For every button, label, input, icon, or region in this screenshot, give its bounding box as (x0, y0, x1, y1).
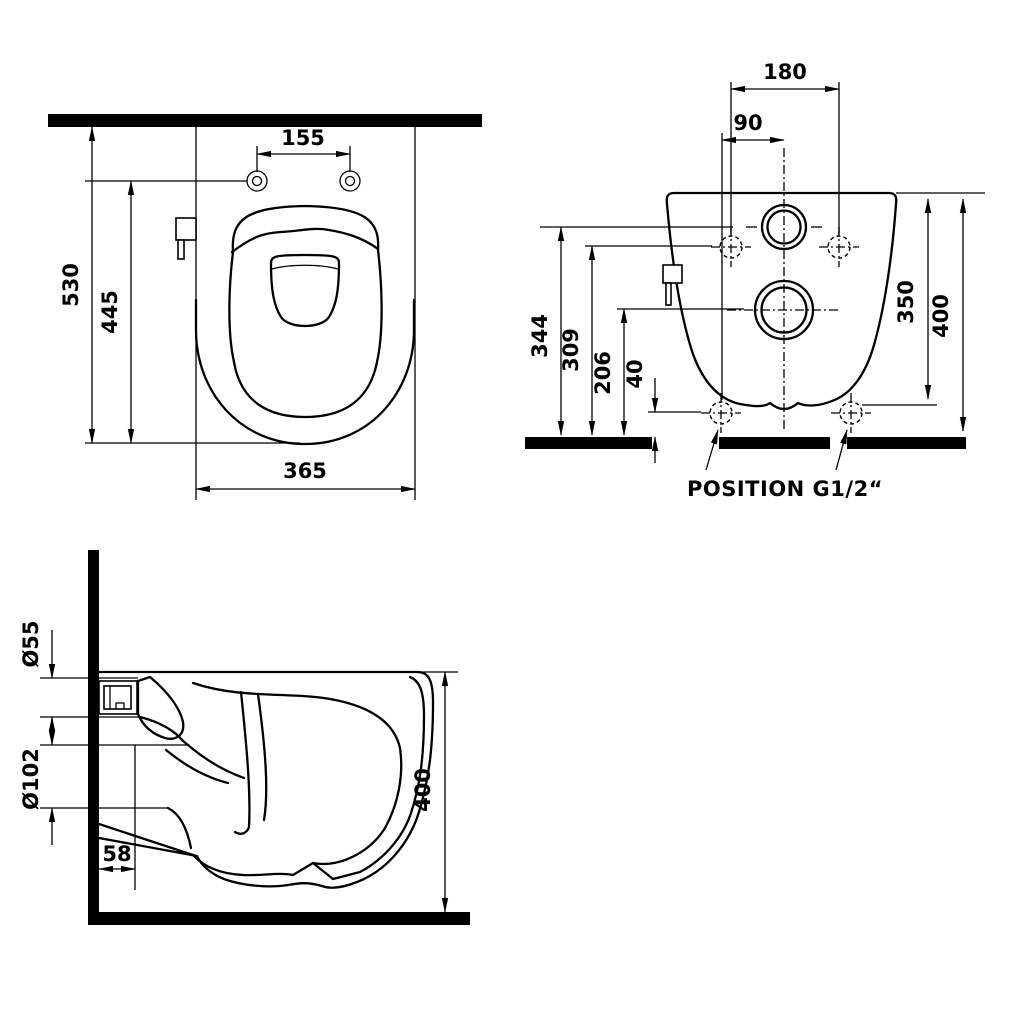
front-connection-target-left (701, 393, 741, 433)
front-dim-40: 40 (623, 359, 659, 463)
front-dim-309: 309 (559, 245, 596, 436)
side-view: Ø55 Ø102 58 400 (19, 550, 470, 925)
side-dim-55: Ø55 (19, 620, 56, 746)
side-waste-pipe-inner (97, 822, 195, 857)
front-valve-stem (665, 282, 672, 306)
plan-valve-stem (177, 239, 185, 260)
front-dim-90-label: 90 (733, 111, 762, 135)
plan-dim-365-label: 365 (283, 459, 327, 483)
front-dim-309-label: 309 (559, 328, 583, 372)
front-dim-180-label: 180 (763, 60, 807, 84)
front-dim-40-label: 40 (623, 359, 647, 388)
side-dim-400-label: 400 (411, 768, 435, 812)
plan-dim-155: 155 (256, 126, 351, 158)
side-inlet-pipe (98, 680, 138, 715)
plan-dim-530: 530 (59, 126, 96, 444)
plan-rim-wave (230, 227, 380, 254)
side-waste-pipe-top (166, 806, 193, 850)
side-dim-400: 400 (411, 671, 449, 913)
plan-dim-445: 445 (98, 180, 135, 444)
plan-wall-bar (48, 114, 482, 127)
side-wall-bar (88, 550, 99, 925)
side-funnel-left (233, 690, 251, 835)
side-inner-shell (331, 675, 426, 881)
front-dim-90: 90 (721, 111, 785, 144)
plan-bowl-outline (194, 298, 416, 446)
plan-seat-hole-left (246, 170, 268, 192)
front-dim-344: 344 (528, 226, 565, 436)
front-connection-callout: POSITION G1/2“ (687, 429, 883, 501)
plan-sump-edge (271, 264, 339, 270)
side-bowl-surface (191, 681, 403, 877)
front-valve-fitting (662, 264, 683, 284)
side-dim-102-label: Ø102 (19, 748, 43, 810)
side-trapway-bottom (191, 853, 335, 881)
side-rim-channel (136, 675, 185, 740)
front-dim-344-label: 344 (528, 314, 552, 358)
front-floor-bar (525, 437, 652, 449)
front-dim-400: 400 (929, 198, 967, 432)
plan-seat-hole-right (339, 170, 361, 192)
side-outer-shell (97, 670, 435, 889)
front-dim-350: 350 (894, 198, 932, 400)
front-connection-label: POSITION G1/2“ (687, 477, 883, 501)
plan-dim-445-label: 445 (98, 290, 122, 334)
side-dim-58: 58 (98, 745, 136, 890)
plan-dim-155-label: 155 (281, 126, 325, 150)
side-floor-bar (88, 912, 470, 925)
front-body-outline (665, 191, 898, 411)
front-dim-400-label: 400 (929, 294, 953, 338)
front-dim-350-label: 350 (894, 280, 918, 324)
plan-valve-fitting (175, 217, 197, 241)
plan-dim-530-label: 530 (59, 263, 83, 307)
side-shelf-curve (138, 715, 246, 780)
front-dim-206-label: 206 (591, 351, 615, 395)
plan-rim-inner (228, 204, 383, 419)
side-dim-102: Ø102 (19, 748, 56, 845)
plan-sump-outline (269, 253, 341, 328)
front-dim-180: 180 (730, 60, 840, 93)
front-dim-206: 206 (591, 308, 628, 436)
side-dim-55-label: Ø55 (19, 620, 43, 667)
plan-view: 155 530 445 365 (48, 114, 482, 500)
front-view: 180 90 344 309 206 40 350 400 (525, 60, 985, 501)
side-shelf-curve-2 (164, 748, 230, 785)
side-dim-58-label: 58 (102, 842, 131, 866)
plan-dim-365: 365 (195, 459, 416, 493)
side-funnel-right (256, 692, 268, 822)
front-connection-target-right (831, 393, 871, 433)
